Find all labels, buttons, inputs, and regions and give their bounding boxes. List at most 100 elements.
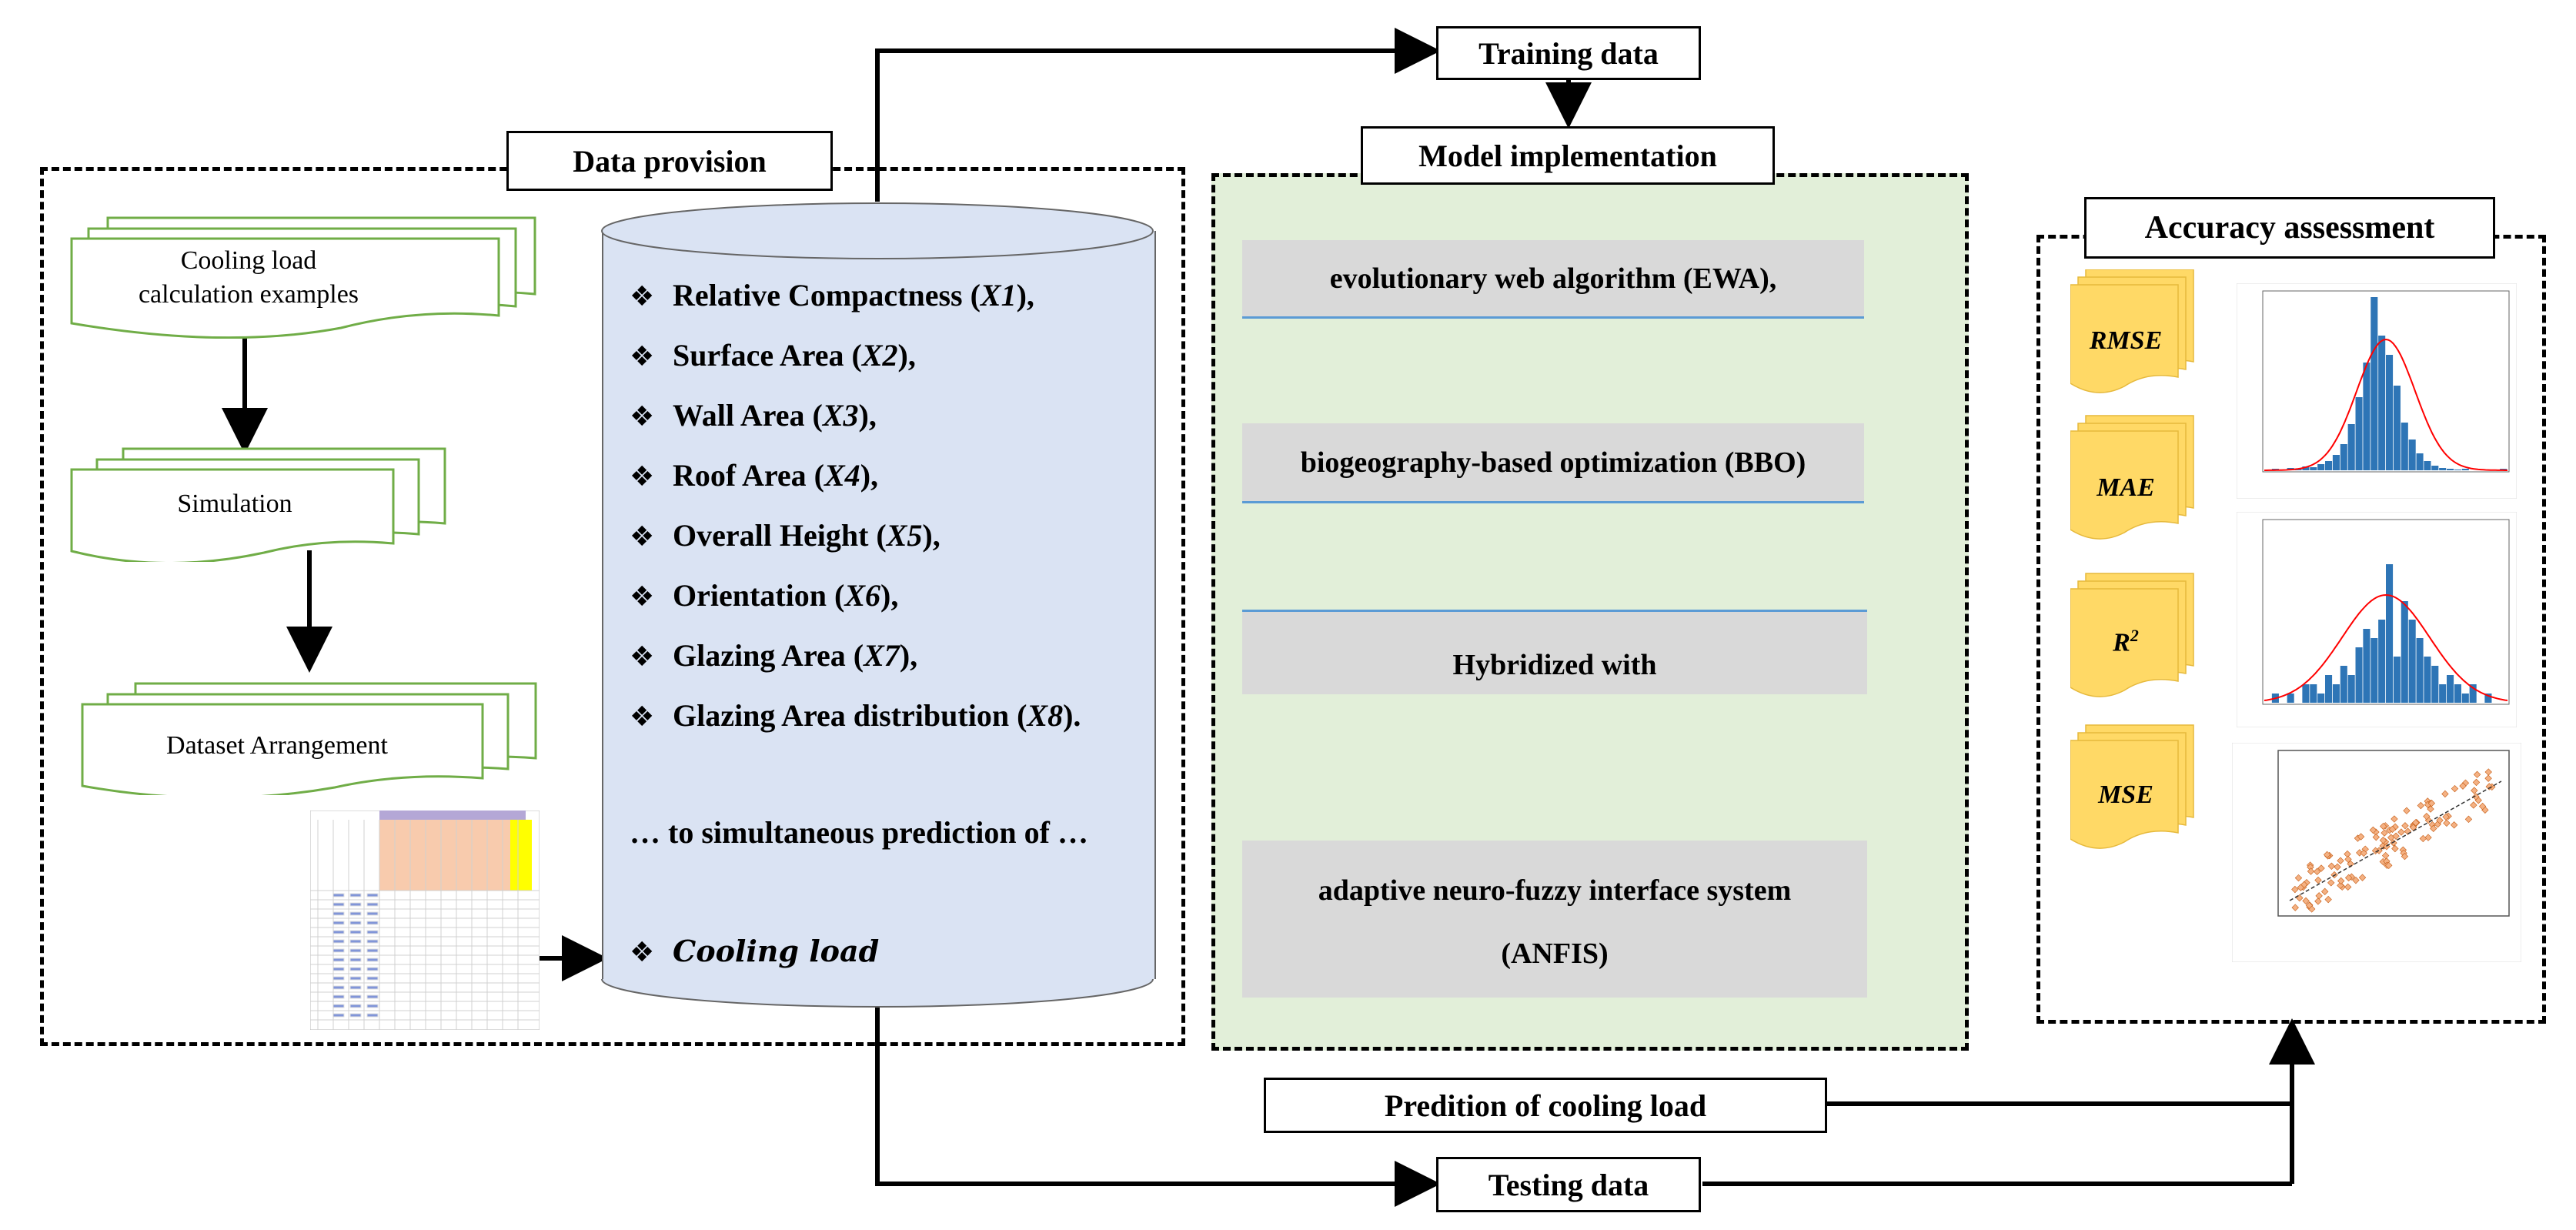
histogram-bar xyxy=(2325,675,2333,703)
scatter-point xyxy=(2381,851,2390,860)
scatter-point xyxy=(2356,849,2364,857)
table-cell-mark xyxy=(349,1004,362,1008)
parameter-bullet: ❖ xyxy=(630,701,655,733)
scatter-point xyxy=(2344,855,2352,864)
parameter-item: ❖Roof Area (X4), xyxy=(630,451,1081,511)
parameter-suffix: ), xyxy=(897,338,916,373)
scatter-point xyxy=(2417,801,2425,810)
histogram-bar xyxy=(2332,455,2340,470)
table-cell-mark xyxy=(332,1004,345,1008)
metric-r2: R2 xyxy=(2113,626,2139,657)
histogram-bar xyxy=(2287,694,2294,703)
scatter-point xyxy=(2391,815,2398,823)
table-cell-mark xyxy=(332,967,345,971)
histogram-bar xyxy=(2386,564,2394,703)
histogram-bar xyxy=(2461,694,2469,703)
parameter-bullet: ❖ xyxy=(630,461,655,493)
cylinder-bottom xyxy=(601,978,1154,1008)
scatter-point xyxy=(2291,904,2299,911)
table-cell-mark xyxy=(349,939,362,944)
histogram-bar xyxy=(2461,469,2469,470)
histogram-bar xyxy=(2355,397,2363,470)
parameter-bullet: ❖ xyxy=(630,641,655,673)
scatter-point xyxy=(2371,847,2380,854)
histogram-bar xyxy=(2310,467,2317,470)
scatter-point xyxy=(2344,883,2352,891)
metric-rmse: RMSE xyxy=(2089,326,2163,355)
scatter-point xyxy=(2470,801,2477,809)
table-cell-mark xyxy=(349,967,362,971)
parameter-variable: X2 xyxy=(861,338,898,373)
metric-mae: MAE xyxy=(2097,473,2155,502)
cooling-load-doc-icon xyxy=(70,216,536,339)
scatter-point xyxy=(2380,822,2387,831)
table-cell-mark xyxy=(366,930,379,934)
histogram-bar xyxy=(2325,461,2333,470)
table-cell-mark xyxy=(366,1013,379,1018)
parameter-bullet: ❖ xyxy=(630,341,655,373)
scatter-point xyxy=(2352,876,2360,884)
scatter-point xyxy=(2379,837,2387,844)
scatter-point xyxy=(2459,782,2467,790)
table-cell-mark xyxy=(366,948,379,953)
scatter-point xyxy=(2297,884,2304,891)
parameter-bullet: ❖ xyxy=(630,581,655,613)
simulation-doc-icon xyxy=(70,447,446,562)
scatter-point xyxy=(2294,874,2303,882)
scatter-point xyxy=(2327,879,2335,887)
parameter-bullet: ❖ xyxy=(630,281,655,313)
scatter-point xyxy=(2391,844,2399,853)
scatter-point xyxy=(2412,819,2420,827)
parameter-suffix: ), xyxy=(880,578,899,613)
scatter-point xyxy=(2484,768,2492,776)
histogram-bar xyxy=(2347,675,2355,703)
histogram-bar xyxy=(2416,638,2424,703)
scatter-point xyxy=(2323,851,2331,859)
error-histogram-2 xyxy=(2237,512,2517,727)
scatter-point xyxy=(2388,825,2397,833)
table-cell-mark xyxy=(366,985,379,990)
table-cell-mark xyxy=(332,939,345,944)
scatter-point xyxy=(2419,834,2427,843)
scatter-point xyxy=(2327,862,2336,870)
table-cell-mark xyxy=(332,1013,345,1018)
histogram-bar xyxy=(2378,336,2386,470)
table-cell-mark xyxy=(349,893,362,897)
table-cell-mark xyxy=(332,911,345,916)
histogram-bar xyxy=(2332,684,2340,703)
histogram-bar xyxy=(2340,444,2347,470)
table-cell-mark xyxy=(332,948,345,953)
table-cell-mark xyxy=(349,921,362,925)
fit-curve xyxy=(2264,338,2508,471)
table-cell-mark xyxy=(349,958,362,962)
scatter-point xyxy=(2484,774,2492,782)
scatter-point xyxy=(2401,822,2409,830)
table-cell-mark xyxy=(366,994,379,999)
scatter-point xyxy=(2321,887,2329,895)
fit-curve xyxy=(2264,593,2508,701)
histogram-bar xyxy=(2424,657,2431,703)
parameter-item: ❖Relative Compactness (X1), xyxy=(630,271,1081,331)
scatter-point xyxy=(2397,828,2405,836)
algo-anfis: adaptive neuro-fuzzy interface system (A… xyxy=(1242,841,1867,998)
scatter-point xyxy=(2392,832,2400,840)
metric-mse: MSE xyxy=(2098,780,2153,809)
table-cell-mark xyxy=(349,930,362,934)
parameter-item: ❖Orientation (X6), xyxy=(630,571,1081,631)
histogram-bar xyxy=(2363,363,2371,470)
table-cell-mark xyxy=(366,1004,379,1008)
parameter-item: ❖Glazing Area distribution (X8). xyxy=(630,691,1081,751)
histogram-bar xyxy=(2393,386,2401,470)
parameter-item: ❖Surface Area (X2), xyxy=(630,331,1081,391)
scatter-point xyxy=(2369,826,2377,834)
parameter-bullet: ❖ xyxy=(630,521,655,553)
scatter-point xyxy=(2472,778,2481,787)
table-cell-mark xyxy=(332,930,345,934)
scatter-point xyxy=(2385,861,2393,870)
target-bullet: ❖ xyxy=(630,937,655,968)
table-cell-mark xyxy=(366,967,379,971)
r2-superscript: 2 xyxy=(2130,626,2139,645)
table-cell-mark xyxy=(349,911,362,916)
parameter-variable: X4 xyxy=(824,458,860,493)
